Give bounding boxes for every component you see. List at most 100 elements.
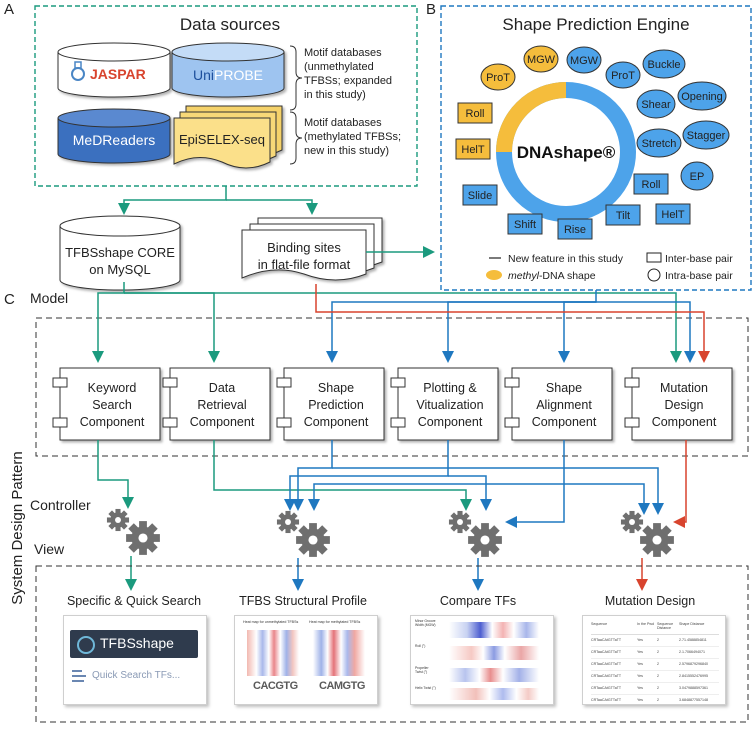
- mutation-table-cell: CRTaaCAtGTTaTT: [591, 674, 622, 678]
- mutation-design-thumbnail: Sequence In the Pwd Sequence Distance Sh…: [582, 615, 726, 705]
- compare-heatmap-mgw: [449, 622, 539, 638]
- feature-stagger: Stagger: [682, 120, 730, 150]
- mutation-table-cell: 2: [657, 674, 659, 678]
- brace-unmethylated: [289, 45, 303, 111]
- svg-text:TFBSshape CORE: TFBSshape CORE: [65, 245, 175, 260]
- mutation-table-cell: Yes: [637, 638, 643, 642]
- component-mutation-design: Mutation Design Component: [624, 367, 733, 441]
- flatfile-label: Binding sites in flat-file format: [258, 240, 351, 272]
- component-shape-prediction: Shape Prediction Component: [276, 367, 385, 441]
- svg-text:(methylated TFBSs;: (methylated TFBSs;: [304, 131, 401, 143]
- engine-legend: New feature in this study methyl-DNA sha…: [486, 252, 733, 282]
- svg-text:HelT: HelT: [461, 144, 485, 156]
- view-title-search: Specific & Quick Search: [67, 594, 201, 608]
- feature-mgw: MGW: [566, 46, 602, 74]
- mutation-table-cell: Yes: [637, 698, 643, 702]
- svg-text:Inter-base pair: Inter-base pair: [665, 253, 733, 265]
- view-box: [35, 565, 749, 723]
- mutation-table-cell: CRTaaCAtGTTaTT: [591, 698, 622, 702]
- svg-text:Design: Design: [665, 398, 704, 412]
- svg-text:ProT: ProT: [486, 72, 510, 84]
- view-title-compare: Compare TFs: [440, 594, 516, 608]
- svg-text:Shift: Shift: [514, 219, 536, 231]
- feature-rise: Rise: [557, 218, 593, 240]
- svg-text:in this study): in this study): [304, 89, 366, 101]
- system-design-label: System Design Pattern: [9, 451, 26, 604]
- compare-heatmap-helt: [449, 688, 539, 700]
- jaspar-lock-icon: [71, 61, 85, 81]
- compare-row-label: Minor Groove Width (MGW): [415, 619, 436, 628]
- svg-text:Mutation: Mutation: [660, 381, 708, 395]
- feature-tilt: Tilt: [605, 204, 641, 226]
- mutation-table-cell: 2: [657, 686, 659, 690]
- engine-title: Shape Prediction Engine: [502, 15, 689, 34]
- data-sources-title: Data sources: [180, 15, 280, 34]
- mutation-table-cell: 2: [657, 638, 659, 642]
- svg-text:Component: Component: [418, 415, 483, 429]
- arrows-into-model: [92, 282, 710, 363]
- menu-icon: [72, 670, 86, 682]
- compare-row-label: Roll (°): [415, 644, 426, 648]
- svg-text:Tilt: Tilt: [616, 210, 630, 222]
- svg-text:Intra-base pair: Intra-base pair: [665, 270, 733, 282]
- mutation-table-cell: 2.5796879296840: [679, 662, 708, 666]
- controller-gears-mutation: [620, 510, 674, 557]
- tfbsshape-header: TFBSshape: [70, 630, 198, 658]
- svg-text:Motif databases: Motif databases: [304, 117, 382, 129]
- svg-text:Slide: Slide: [468, 190, 492, 202]
- svg-text:new in this study): new in this study): [304, 145, 389, 157]
- svg-text:Buckle: Buckle: [647, 59, 680, 71]
- medreaders-database: [57, 108, 171, 164]
- view-title-mutation: Mutation Design: [605, 594, 695, 608]
- feature-mgw-methyl: MGW: [523, 45, 559, 73]
- svg-text:Data: Data: [209, 381, 235, 395]
- svg-text:MGW: MGW: [570, 55, 599, 67]
- mutation-table-cell: 3.6848877557148: [679, 698, 708, 702]
- svg-text:Search: Search: [92, 398, 132, 412]
- jaspar-database: [57, 42, 171, 98]
- svg-text:Rise: Rise: [564, 224, 586, 236]
- quick-search-input[interactable]: Quick Search TFs...: [92, 670, 181, 681]
- feature-roll-methyl: Roll: [457, 102, 493, 124]
- controller-label: Controller: [30, 497, 91, 513]
- feature-ep: EP: [680, 161, 714, 191]
- svg-text:Vitualization: Vitualization: [416, 398, 483, 412]
- svg-text:Opening: Opening: [681, 91, 723, 103]
- mutation-table-cell: Yes: [637, 662, 643, 666]
- tfbsshape-core-label: TFBSshape CORE on MySQL: [65, 245, 175, 277]
- compare-heatmap-roll: [449, 646, 539, 660]
- panel-label-c: C: [4, 291, 15, 308]
- compare-row-label: Propeller Twist (°): [415, 666, 429, 675]
- heatmap-label-unmethylated: Heat map for unmethylated TFBSs: [243, 620, 299, 624]
- compare-row-label: Helix Twist (°): [415, 686, 436, 690]
- search-thumbnail: TFBSshape Quick Search TFs...: [63, 615, 207, 705]
- svg-text:Roll: Roll: [642, 179, 661, 191]
- component-plotting-visualization: Plotting & Vitualization Component: [390, 367, 499, 441]
- model-box: [35, 317, 749, 457]
- svg-text:Roll: Roll: [466, 108, 485, 120]
- svg-text:Component: Component: [532, 415, 597, 429]
- tfbsshape-core-db: [59, 215, 181, 291]
- mutation-table-cell: CRTaaCAtGTTaTT: [591, 662, 622, 666]
- svg-text:Component: Component: [304, 415, 369, 429]
- svg-text:MGW: MGW: [527, 54, 556, 66]
- arrows-model-to-controller: [97, 440, 687, 528]
- mutation-table-cell: 2: [657, 650, 659, 654]
- heatmap-methylated: [313, 630, 365, 676]
- mutation-table-cell: Yes: [637, 650, 643, 654]
- feature-prot: ProT: [605, 61, 641, 89]
- heatmap-label-methylated: Heat map for methylated TFBSs: [309, 620, 361, 624]
- svg-text:Keyword: Keyword: [88, 381, 137, 395]
- uniprobe-label: UniPROBE: [193, 67, 263, 83]
- structural-profile-thumbnail: Heat map for unmethylated TFBSs Heat map…: [234, 615, 378, 705]
- heatmap-unmethylated: [247, 630, 299, 676]
- mutation-table-cell: CRTaaCAtGTTaTT: [591, 650, 622, 654]
- svg-text:Component: Component: [80, 415, 145, 429]
- svg-text:Alignment: Alignment: [536, 398, 592, 412]
- svg-text:methyl-DNA shape: methyl-DNA shape: [508, 270, 596, 282]
- svg-text:TFBSs; expanded: TFBSs; expanded: [304, 75, 392, 87]
